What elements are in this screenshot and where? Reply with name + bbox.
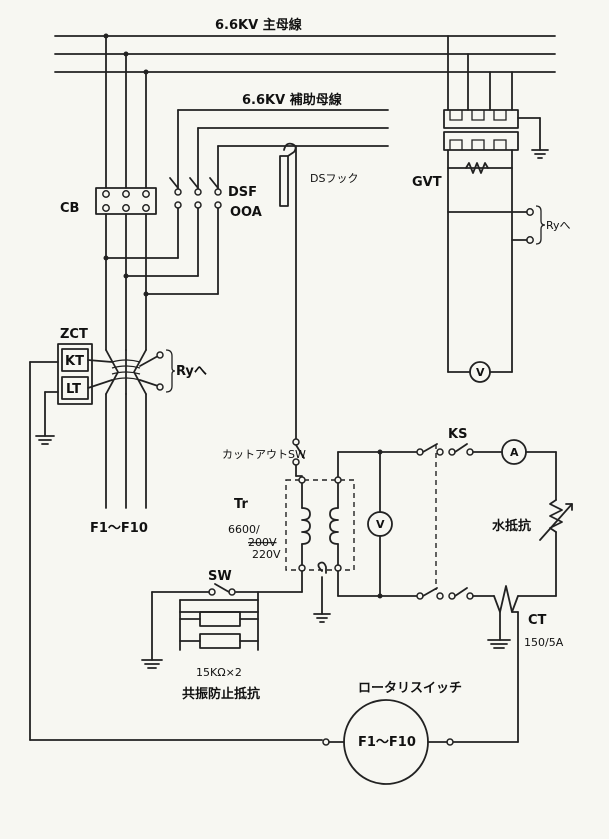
zct-label: ZCT bbox=[60, 327, 88, 342]
ct-label: CT bbox=[528, 613, 547, 628]
kt-lt-boxes bbox=[57, 343, 113, 405]
main-bus bbox=[54, 35, 556, 73]
resistor-value-label: 15KΩ×2 bbox=[196, 666, 242, 679]
aux-bus bbox=[177, 109, 389, 147]
feeder-drops bbox=[103, 33, 149, 189]
cb-label: CB bbox=[60, 201, 79, 216]
circuit-breaker bbox=[95, 187, 157, 215]
gvt-voltmeter-label: V bbox=[476, 366, 485, 379]
rotary-switch-label: ロータリスイッチ bbox=[358, 681, 462, 696]
secondary-circuit bbox=[337, 439, 573, 743]
water-resistor-label: 水抵抗 bbox=[492, 518, 531, 534]
resonance-branch bbox=[141, 583, 303, 669]
ry-zct-label: Ryへ bbox=[176, 364, 207, 379]
sec-voltmeter-label: V bbox=[376, 518, 385, 531]
cutout-switch bbox=[292, 438, 305, 477]
tr-secondary-label: 220V bbox=[252, 548, 281, 561]
feeders-label: F1～F10 bbox=[90, 521, 148, 536]
kt-label: KT bbox=[65, 354, 84, 369]
zct-coil bbox=[111, 359, 141, 381]
gvt-label: GVT bbox=[412, 175, 442, 190]
ry-gvt-label: Ryへ bbox=[546, 219, 571, 232]
lt-label: LT bbox=[66, 382, 81, 397]
transformer bbox=[285, 476, 355, 623]
tr-primary-label: 6600/ bbox=[228, 523, 260, 536]
ct-ratio-label: 150/5A bbox=[524, 636, 564, 649]
ammeter-label: A bbox=[510, 446, 519, 459]
gvt bbox=[443, 35, 549, 383]
cutout-label: カットアウトSW bbox=[222, 448, 306, 461]
tr-label: Tr bbox=[234, 497, 248, 512]
ds-hook bbox=[279, 142, 297, 441]
ks-label: KS bbox=[448, 427, 467, 442]
resonance-resistor-label: 共振防止抵抗 bbox=[182, 686, 260, 702]
dsf-label: DSF bbox=[228, 185, 257, 200]
sw-label: SW bbox=[208, 569, 232, 584]
dsf-switch bbox=[103, 109, 222, 297]
zct-ry-leads bbox=[139, 349, 176, 393]
aux-bus-label: 6.6KV 補助母線 bbox=[242, 92, 343, 108]
dsf-rating-label: OOA bbox=[230, 205, 262, 220]
ds-hook-label: DSフック bbox=[310, 172, 358, 185]
zct-ground bbox=[29, 361, 323, 741]
rotary-switch bbox=[322, 699, 454, 785]
tr-struck-label: 200V bbox=[248, 536, 277, 549]
rotary-range-label: F1～F10 bbox=[358, 735, 416, 750]
main-bus-label: 6.6KV 主母線 bbox=[215, 17, 303, 33]
